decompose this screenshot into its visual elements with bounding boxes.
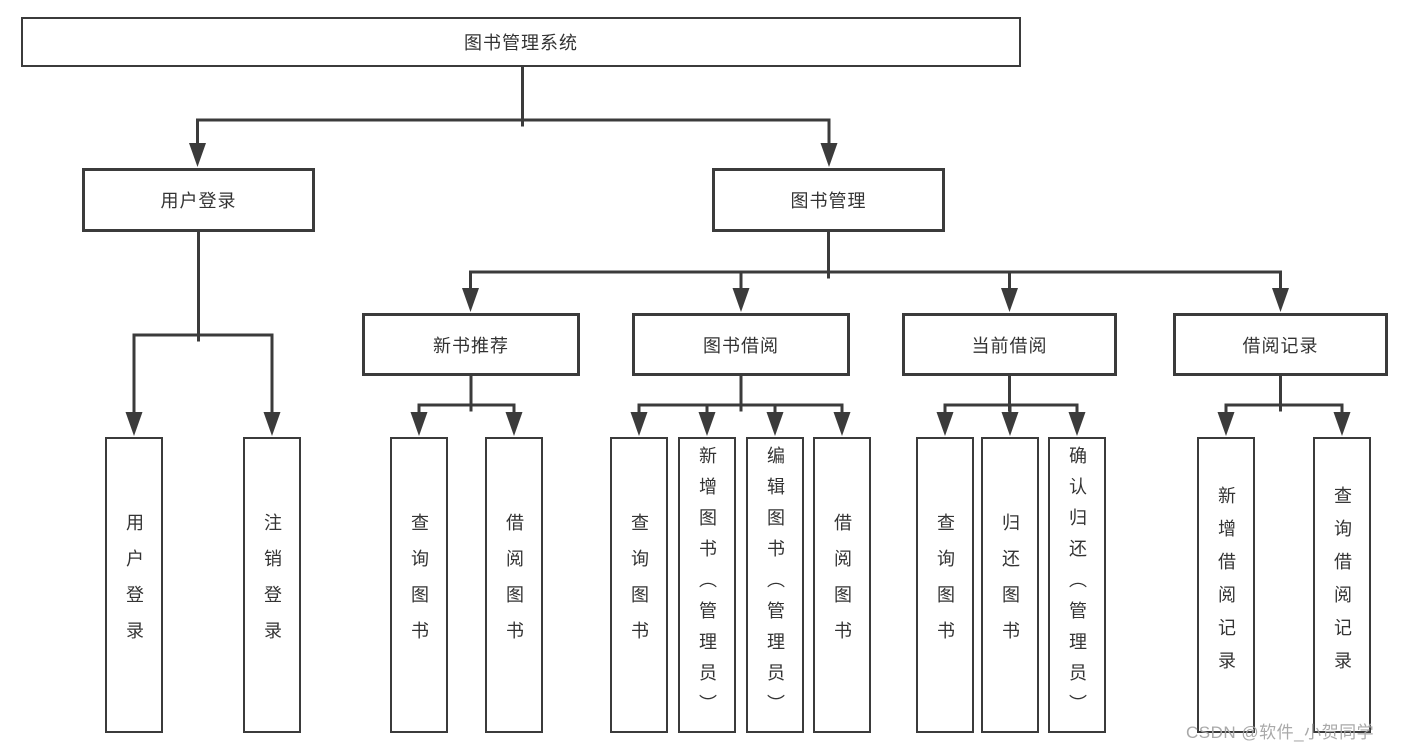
leaf-records-query-record: 查询借阅记录 (1313, 437, 1371, 733)
leaf-borrow-query-books: 查询图书 (610, 437, 668, 733)
leaf-borrow-add-books-admin: 新增图书（管理员） (678, 437, 736, 733)
leaf-current-query-books: 查询图书 (916, 437, 974, 733)
leaf-borrow-edit-books-admin: 编辑图书（管理员） (746, 437, 804, 733)
node-book-borrow: 图书借阅 (632, 313, 850, 376)
node-root: 图书管理系统 (21, 17, 1021, 67)
leaf-newbook-query-books: 查询图书 (390, 437, 448, 733)
node-current-borrow: 当前借阅 (902, 313, 1117, 376)
leaf-user-login: 用户登录 (105, 437, 163, 733)
leaf-current-confirm-return-admin: 确认归还（管理员） (1048, 437, 1106, 733)
leaf-logout: 注销登录 (243, 437, 301, 733)
connector-records-to-leaves (1224, 374, 1344, 422)
node-book-management: 图书管理 (712, 168, 945, 232)
leaf-current-return-books: 归还图书 (981, 437, 1039, 733)
connector-root-to-level2 (196, 65, 831, 152)
node-borrow-records: 借阅记录 (1173, 313, 1388, 376)
connector-login-to-leaves (132, 230, 274, 422)
node-user-login: 用户登录 (82, 168, 315, 232)
leaf-records-add-record: 新增借阅记录 (1197, 437, 1255, 733)
connector-mgmt-to-level3 (469, 230, 1282, 298)
connector-newbook-to-leaves (417, 374, 516, 422)
connector-borrow-to-leaves (637, 374, 844, 422)
leaf-newbook-borrow-books: 借阅图书 (485, 437, 543, 733)
watermark: CSDN @软件_小贺同学 (1186, 723, 1375, 742)
node-new-book-recommend: 新书推荐 (362, 313, 580, 376)
leaf-borrow-borrow-books: 借阅图书 (813, 437, 871, 733)
